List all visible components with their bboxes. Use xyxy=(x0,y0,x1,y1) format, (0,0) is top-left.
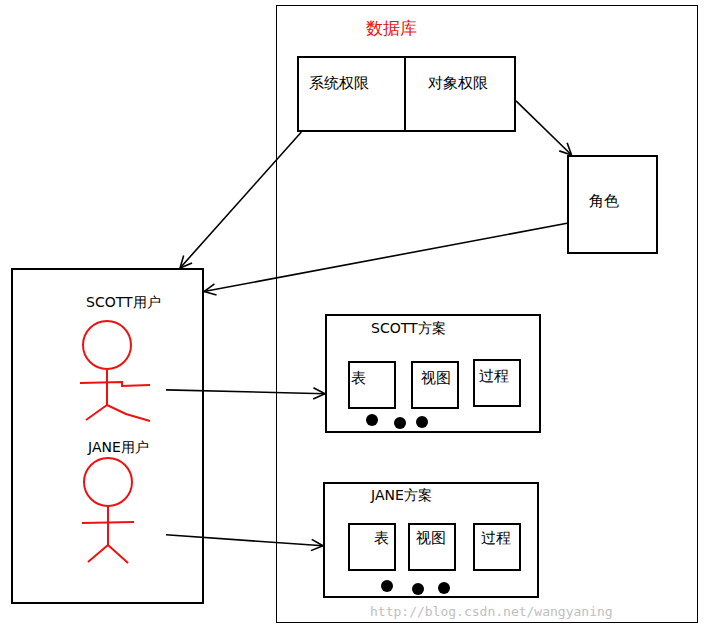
connector-stroke xyxy=(166,390,325,394)
node-text: 过程 xyxy=(479,367,509,385)
connector-stroke xyxy=(313,388,325,394)
node-text: JANE方案 xyxy=(371,487,432,504)
connector-stroke xyxy=(567,143,571,155)
schema-box: JANE方案表 视图 过程 xyxy=(323,482,539,598)
object-box: 视图 xyxy=(408,523,456,571)
object-box: 过程 xyxy=(473,523,521,571)
dot xyxy=(412,583,424,595)
dot xyxy=(394,417,406,429)
privilege-box: 系统权限 xyxy=(297,56,406,132)
user-figure: SCOTT用户 xyxy=(74,294,166,429)
watermark: http://blog.csdn.net/wangyaning xyxy=(370,604,613,619)
object-box: 视图 xyxy=(411,361,459,409)
connector-stroke xyxy=(311,546,323,551)
figure-body xyxy=(107,506,109,545)
figure-leg xyxy=(108,545,128,563)
dot xyxy=(438,582,450,594)
node-text: JANE用户 xyxy=(88,439,149,456)
node-text: 数据库 xyxy=(366,18,417,38)
connector-stroke xyxy=(204,292,217,295)
privilege-box: 对象权限 xyxy=(404,56,516,132)
arrow-connector xyxy=(166,535,323,551)
node-text: 角色 xyxy=(589,192,619,210)
connector-stroke xyxy=(166,535,323,546)
figure-head xyxy=(83,321,131,369)
dot xyxy=(366,414,378,426)
node-text: SCOTT用户 xyxy=(86,294,161,311)
connector-stroke xyxy=(313,394,325,399)
user-group-box: SCOTT用户 JANE用户 xyxy=(11,268,204,604)
node-text: 表 xyxy=(374,529,389,547)
figure-arms xyxy=(82,522,134,523)
object-box: 过程 xyxy=(473,359,521,407)
connector-stroke xyxy=(516,101,572,155)
node-text: 对象权限 xyxy=(428,74,488,92)
node-text: SCOTT方案 xyxy=(371,320,446,337)
schema-box: SCOTT方案表 视图 过程 xyxy=(325,314,541,433)
figure-leg xyxy=(88,545,108,562)
figure-arms xyxy=(80,382,150,386)
stick-figure xyxy=(82,458,134,563)
node-text: 视图 xyxy=(421,369,451,387)
user-figure: JANE用户 xyxy=(74,439,166,572)
arrow-connector xyxy=(516,101,572,155)
connector-stroke xyxy=(204,223,567,291)
dot xyxy=(416,416,428,428)
figure-body xyxy=(106,369,108,405)
node-text: 视图 xyxy=(416,529,446,547)
object-box: 表 xyxy=(348,361,396,409)
role-box: 角色 xyxy=(567,155,658,254)
arrow-connector xyxy=(166,388,325,399)
database-box: 数据库系统权限对象权限角色SCOTT方案表视图过程JANE方案表视图过程 xyxy=(276,5,698,623)
dot xyxy=(381,580,393,592)
arrow-connector xyxy=(180,132,301,268)
node-text: 过程 xyxy=(481,529,511,547)
object-box: 表 xyxy=(348,523,396,571)
arrow-connector xyxy=(204,223,567,295)
node-text: 系统权限 xyxy=(309,74,369,92)
connector-stroke xyxy=(180,132,301,268)
connector-stroke xyxy=(204,284,214,292)
figure-leg xyxy=(107,405,150,421)
node-text: 表 xyxy=(351,369,366,387)
figure-leg xyxy=(86,405,107,420)
stick-figure xyxy=(80,321,150,421)
figure-head xyxy=(84,458,132,506)
connector-stroke xyxy=(312,539,323,545)
